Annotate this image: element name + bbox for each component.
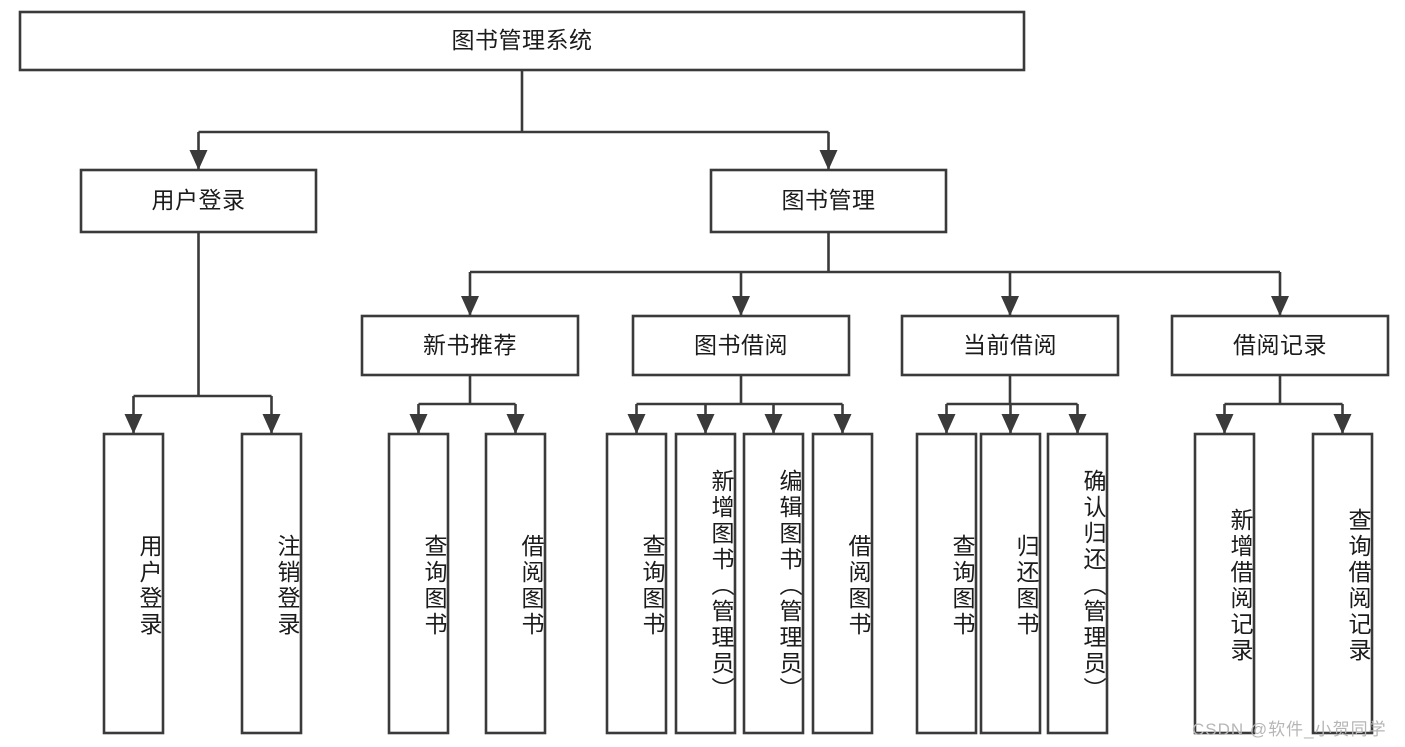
- arrow-head-book-borrow: [732, 296, 750, 316]
- node-box-leaf-query-book-2: [605, 432, 668, 735]
- arrow-head-user-login: [189, 150, 208, 170]
- arrow-head-new-book-recommend: [461, 296, 479, 316]
- arrow-head-leaf-return-book: [1001, 414, 1020, 434]
- node-box-leaf-add-record: [1193, 432, 1256, 735]
- node-box-leaf-query-book-3: [915, 432, 978, 735]
- node-box-leaf-user-login: [102, 432, 165, 735]
- node-box-root: [18, 10, 1026, 72]
- arrow-head-borrow-record: [1271, 296, 1289, 316]
- node-box-borrow-record: [1170, 314, 1390, 377]
- arrow-head-book-management: [819, 150, 838, 170]
- node-box-leaf-borrow-book-2: [811, 432, 874, 735]
- arrow-head-leaf-add-book: [696, 414, 715, 434]
- arrow-head-leaf-borrow-book-2: [833, 414, 852, 434]
- boxes-layer: [18, 10, 1390, 735]
- node-box-leaf-confirm-return: [1046, 432, 1109, 735]
- arrow-head-leaf-edit-book: [764, 414, 783, 434]
- node-box-user-login: [79, 168, 318, 234]
- arrow-head-leaf-user-logout: [262, 414, 281, 434]
- arrow-head-leaf-query-book-3: [937, 414, 956, 434]
- csdn-watermark: CSDN @软件_小贺同学: [1192, 720, 1387, 739]
- arrow-head-leaf-borrow-book-1: [506, 414, 525, 434]
- node-box-leaf-add-book: [674, 432, 737, 735]
- node-box-new-book-recommend: [360, 314, 580, 377]
- arrow-head-leaf-add-record: [1215, 414, 1234, 434]
- node-box-current-borrow: [900, 314, 1120, 377]
- arrow-head-leaf-query-book-1: [409, 414, 428, 434]
- node-box-leaf-query-record: [1311, 432, 1374, 735]
- node-box-leaf-borrow-book-1: [484, 432, 547, 735]
- node-box-book-management: [709, 168, 948, 234]
- node-box-leaf-query-book-1: [387, 432, 450, 735]
- node-box-leaf-user-logout: [240, 432, 303, 735]
- arrow-head-leaf-query-book-2: [627, 414, 646, 434]
- node-box-book-borrow: [631, 314, 851, 377]
- node-box-leaf-edit-book: [742, 432, 805, 735]
- node-box-leaf-return-book: [979, 432, 1042, 735]
- arrow-head-leaf-query-record: [1333, 414, 1352, 434]
- arrow-head-leaf-confirm-return: [1068, 414, 1087, 434]
- connectors-layer: [124, 70, 1352, 434]
- arrow-head-leaf-user-login: [124, 414, 143, 434]
- arrow-head-current-borrow: [1001, 296, 1019, 316]
